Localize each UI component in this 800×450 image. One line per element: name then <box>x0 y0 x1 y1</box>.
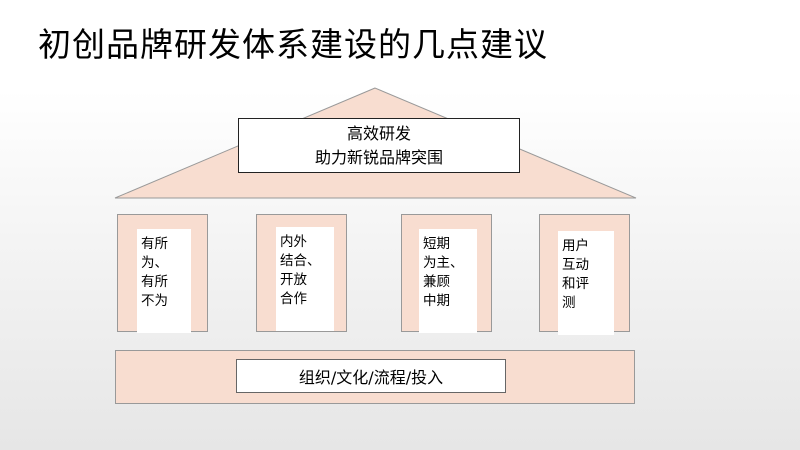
pillar-4-card: 用户 互动 和评 测 <box>558 231 614 335</box>
pillar-text-line: 互动 <box>562 257 589 273</box>
pillar-1-card: 有所 为、 有所 不为 <box>137 229 191 333</box>
pillar-text-line: 开放 <box>280 272 307 288</box>
pillar-text-line: 内外 <box>280 234 307 250</box>
foundation-label: 组织/文化/流程/投入 <box>236 359 506 393</box>
pillar-4: 用户 互动 和评 测 <box>539 214 630 335</box>
roof-label-box: 高效研发 助力新锐品牌突围 <box>238 118 520 173</box>
pillar-text-line: 和评 <box>562 276 589 292</box>
pillar-text-line: 有所 <box>141 236 168 252</box>
pillar-text-line: 有所 <box>141 274 168 290</box>
pillar-text-line: 中期 <box>423 293 450 309</box>
slide-title: 初创品牌研发体系建设的几点建议 <box>38 25 548 64</box>
pillar-text-line: 短期 <box>423 236 450 252</box>
pillar-text-line: 兼顾 <box>423 274 450 290</box>
pillar-text-line: 为主、 <box>423 255 464 271</box>
pillar-text-line: 为、 <box>141 255 168 271</box>
pillar-3: 短期 为主、 兼顾 中期 <box>401 214 492 333</box>
pillar-text-line: 测 <box>562 295 576 311</box>
roof-line-1: 高效研发 <box>346 123 411 143</box>
pillar-2-card: 内外 结合、 开放 合作 <box>276 227 334 331</box>
foundation-base: 组织/文化/流程/投入 <box>115 350 635 404</box>
pillar-text-line: 不为 <box>141 293 168 309</box>
pillar-text-line: 用户 <box>562 238 589 254</box>
pillar-3-card: 短期 为主、 兼顾 中期 <box>419 229 477 333</box>
pillar-1: 有所 为、 有所 不为 <box>117 214 208 333</box>
roof-line-2: 助力新锐品牌突围 <box>314 147 443 167</box>
pillar-text-line: 合作 <box>280 291 307 307</box>
pillar-text-line: 结合、 <box>280 253 321 269</box>
pillar-2: 内外 结合、 开放 合作 <box>256 214 347 332</box>
